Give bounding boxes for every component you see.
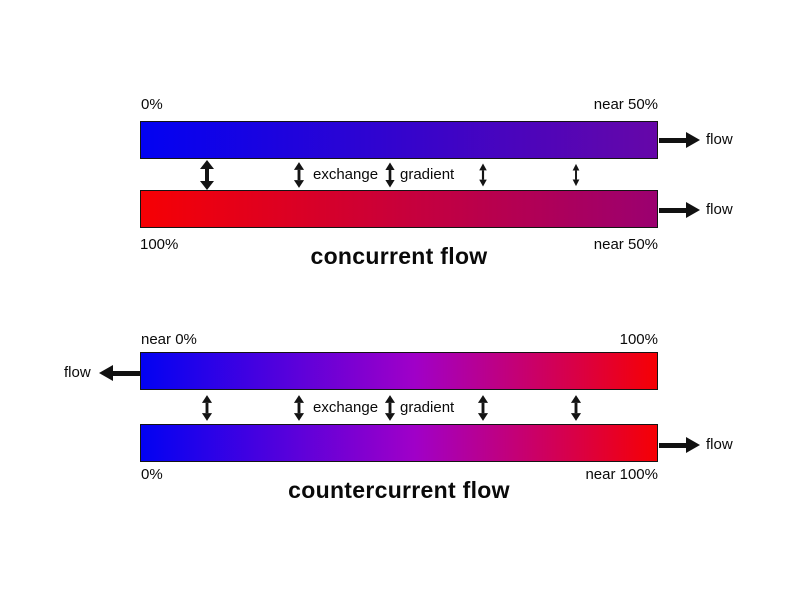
arrow-shaft <box>205 169 209 181</box>
arrowhead-down-icon <box>293 413 305 421</box>
concurrent-bottom-bar-end-label: near 50% <box>593 236 658 253</box>
concurrent-gradient-label: gradient <box>400 166 455 183</box>
exchange-gradient-arrow-icon <box>201 395 213 421</box>
arrowhead-right-icon <box>686 437 700 453</box>
arrow-shaft <box>481 170 485 180</box>
countercurrent-bottom-flow-arrow-right-icon <box>659 437 700 453</box>
arrowhead-down-icon <box>479 179 487 187</box>
arrow-shaft <box>659 207 686 213</box>
exchange-gradient-arrow-icon <box>200 160 214 190</box>
countercurrent-exchange-label: exchange <box>313 399 379 416</box>
arrowhead-down-icon <box>293 180 305 188</box>
arrowhead-right-icon <box>686 132 700 148</box>
concurrent-top-bar-end-label: near 50% <box>593 96 658 113</box>
arrow-shaft <box>575 170 577 180</box>
arrow-shaft <box>297 169 301 181</box>
concurrent-bottom-bar-start-label: 100% <box>140 236 179 253</box>
concurrent-bottom-flow-label: flow <box>706 201 733 218</box>
arrowhead-right-icon <box>686 202 700 218</box>
arrowhead-up-icon <box>293 162 305 170</box>
arrow-shaft <box>481 402 485 414</box>
countercurrent-top-flow-label: flow <box>64 364 91 381</box>
arrowhead-down-icon <box>477 413 489 421</box>
exchange-gradient-arrow-icon <box>293 162 305 188</box>
concurrent-bottom-flow-arrow-right-icon <box>659 202 700 218</box>
concurrent-top-flow-label: flow <box>706 131 733 148</box>
countercurrent-bottom-flow-label: flow <box>706 436 733 453</box>
exchange-gradient-arrow-icon <box>384 395 396 421</box>
arrow-shaft <box>574 402 578 414</box>
arrow-shaft <box>659 137 686 143</box>
arrowhead-up-icon <box>385 162 395 171</box>
countercurrent-top-bar-start-label: near 0% <box>141 331 197 348</box>
arrow-shaft <box>205 402 209 414</box>
exchange-gradient-arrow-icon <box>385 162 395 188</box>
concurrent-bottom-bar <box>140 190 658 228</box>
arrowhead-left-icon <box>99 365 113 381</box>
arrowhead-down-icon <box>201 413 213 421</box>
arrowhead-up-icon <box>477 395 489 403</box>
arrowhead-up-icon <box>293 395 305 403</box>
countercurrent-gradient-label: gradient <box>400 399 455 416</box>
arrowhead-up-icon <box>479 163 487 171</box>
concurrent-flow-title: concurrent flow <box>310 243 488 269</box>
arrow-shaft <box>388 170 392 180</box>
arrowhead-up-icon <box>572 163 580 171</box>
countercurrent-top-bar-end-label: 100% <box>619 331 658 348</box>
concurrent-exchange-label: exchange <box>313 166 379 183</box>
arrowhead-up-icon <box>200 160 214 169</box>
countercurrent-flow-title: countercurrent flow <box>288 477 510 503</box>
countercurrent-bottom-bar <box>140 424 658 462</box>
arrow-shaft <box>388 402 392 414</box>
arrow-shaft <box>113 370 140 376</box>
countercurrent-top-flow-arrow-left-icon <box>99 365 140 381</box>
concurrent-top-bar-start-label: 0% <box>141 96 163 113</box>
exchange-gradient-arrow-icon <box>293 395 305 421</box>
arrowhead-down-icon <box>385 179 395 188</box>
arrowhead-down-icon <box>570 413 582 421</box>
arrow-shaft <box>659 442 686 448</box>
exchange-gradient-arrow-icon <box>572 163 580 187</box>
countercurrent-top-bar <box>140 352 658 390</box>
arrowhead-down-icon <box>384 413 396 421</box>
arrowhead-up-icon <box>570 395 582 403</box>
exchange-gradient-arrow-icon <box>570 395 582 421</box>
concurrent-top-flow-arrow-right-icon <box>659 132 700 148</box>
arrowhead-up-icon <box>201 395 213 403</box>
arrowhead-up-icon <box>384 395 396 403</box>
arrow-shaft <box>297 402 301 414</box>
arrowhead-down-icon <box>572 179 580 187</box>
arrowhead-down-icon <box>200 181 214 190</box>
exchange-gradient-arrow-icon <box>479 163 487 187</box>
exchange-gradient-arrow-icon <box>477 395 489 421</box>
concurrent-top-bar <box>140 121 658 159</box>
countercurrent-bottom-bar-end-label: near 100% <box>585 466 658 483</box>
countercurrent-bottom-bar-start-label: 0% <box>141 466 163 483</box>
